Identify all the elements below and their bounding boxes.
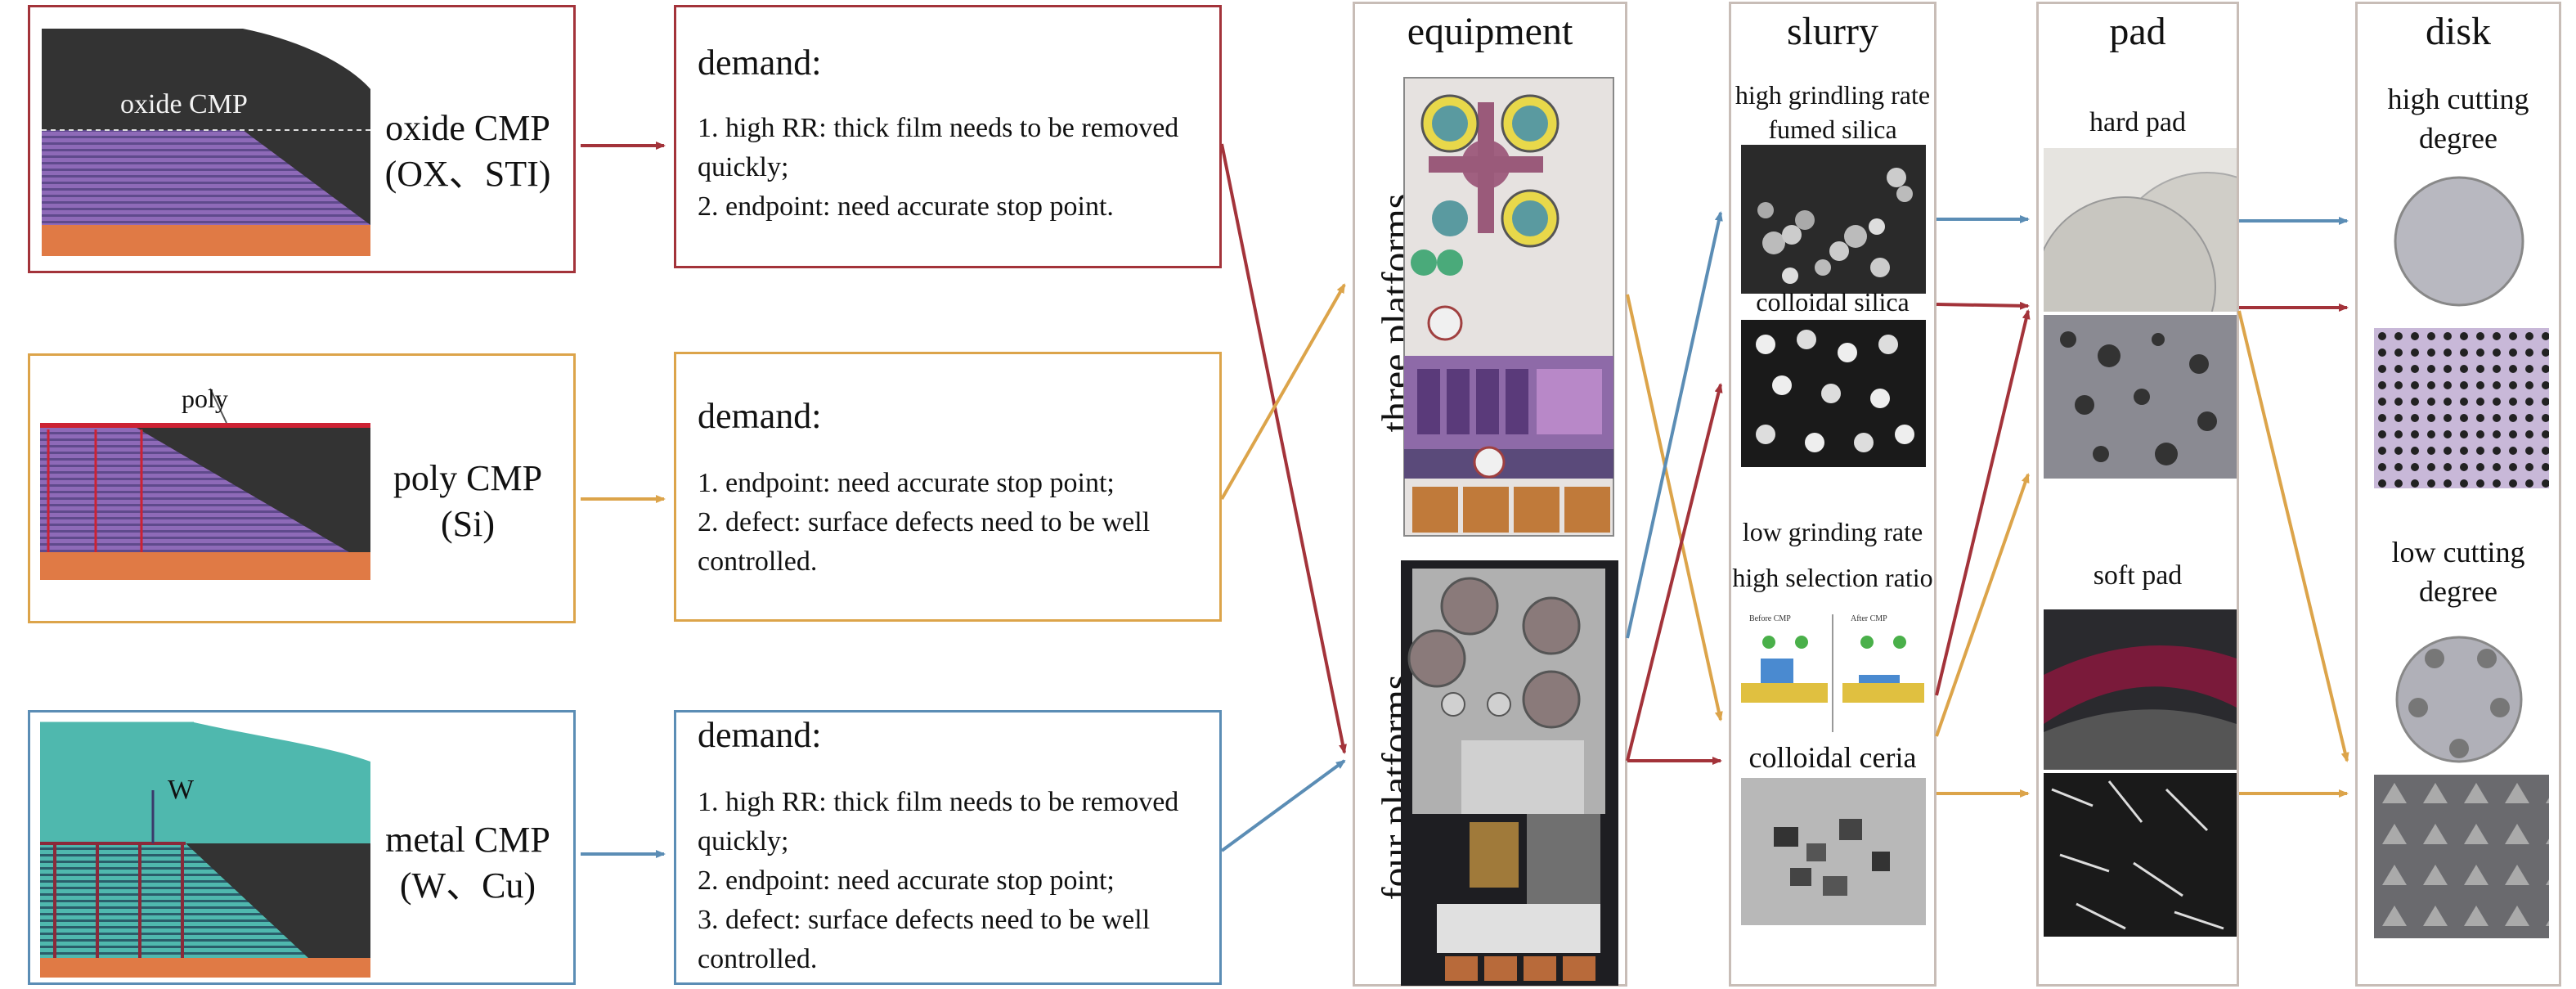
pad-title: pad <box>2109 10 2166 53</box>
low-cutting-line2: degree <box>2419 575 2497 608</box>
colloidal-ceria-label: colloidal ceria <box>1748 741 1917 774</box>
metal-schematic-box: W metal CMP (W、Cu) <box>28 710 576 985</box>
high-cutting-surface <box>2374 328 2549 488</box>
arrow-four-to-fumed <box>1626 211 1723 639</box>
poly-schematic-box: poly poly CMP (Si) <box>28 353 576 623</box>
metal-demand-title: demand: <box>698 715 822 755</box>
oxide-schematic-label: oxide CMP <box>120 89 248 119</box>
arrow-silica-to-hard <box>1936 301 2030 310</box>
colloidal-ceria-micrograph <box>1741 778 1926 925</box>
metal-name-line1: metal CMP <box>385 820 550 860</box>
metal-schematic-label: W <box>168 775 195 805</box>
hard-pad-photo <box>2044 148 2237 312</box>
high-cutting-label: high cutting degree <box>2358 79 2559 158</box>
fumed-silica-micrograph <box>1741 145 1926 294</box>
pad-panel: pad hard pad soft pad <box>2036 2 2239 987</box>
arrow-hard-to-low-disk <box>2237 310 2349 762</box>
arrow-poly-demand-to-three <box>1220 283 1346 500</box>
oxide-name-line2: (OX、STI) <box>384 154 551 194</box>
arrow-ceria-to-hard <box>1935 473 2030 737</box>
metal-name-line2: (W、Cu) <box>399 865 536 906</box>
high-cutting-disk <box>2394 176 2524 307</box>
metal-process-name: metal CMP (W、Cu) <box>361 817 574 909</box>
inset-after-label: After CMP <box>1851 614 1887 623</box>
soft-pad-photo <box>2044 609 2237 770</box>
high-cutting-line1: high cutting <box>2387 83 2529 115</box>
poly-demand-title: demand: <box>698 396 822 436</box>
arrow-four-to-silica <box>1626 383 1723 762</box>
disk-panel: disk high cutting degree low cutting deg… <box>2355 2 2561 987</box>
low-cutting-disk <box>2395 636 2523 763</box>
fumed-line1: high grindling rate <box>1735 80 1931 110</box>
metal-demand-box: demand: 1. high RR: thick film needs to … <box>674 710 1222 985</box>
oxide-process-name: oxide CMP (OX、STI) <box>361 106 574 197</box>
metal-demand-2: 2. endpoint: need accurate stop point; <box>698 865 1115 896</box>
arrow-metal-demand-to-four <box>1220 759 1346 852</box>
ceria-selectivity-inset <box>1736 609 1931 740</box>
arrow-silica-to-hard-2 <box>1935 309 2031 696</box>
oxide-cross-section <box>42 29 370 256</box>
poly-demand-body: 1. endpoint: need accurate stop point; 2… <box>698 464 1213 582</box>
high-cutting-line2: degree <box>2419 122 2497 155</box>
poly-process-name: poly CMP (Si) <box>361 456 574 547</box>
low-cutting-line1: low cutting <box>2391 536 2525 569</box>
arrow-three-to-ceria <box>1626 294 1723 722</box>
equipment-panel: equipment three platforms four platforms <box>1353 2 1627 987</box>
oxide-demand-1: 1. high RR: thick film needs to be remov… <box>698 113 1179 182</box>
metal-cross-section <box>40 722 370 978</box>
poly-demand-2: 2. defect: surface defects need to be we… <box>698 507 1151 577</box>
fumed-line2: fumed silica <box>1768 115 1897 144</box>
soft-pad-micrograph <box>2044 773 2237 937</box>
slurry-panel: slurry high grindling rate fumed silica … <box>1729 2 1936 987</box>
poly-name-line2: (Si) <box>441 504 495 544</box>
metal-demand-1: 1. high RR: thick film needs to be remov… <box>698 787 1179 856</box>
oxide-demand-body: 1. high RR: thick film needs to be remov… <box>698 109 1213 227</box>
oxide-demand-2: 2. endpoint: need accurate stop point. <box>698 191 1114 222</box>
low-grinding-label: low grinding rate <box>1742 517 1923 546</box>
oxide-name-line1: oxide CMP <box>385 108 550 148</box>
arrow-oxide-demand-to-four <box>1220 143 1347 754</box>
equipment-title: equipment <box>1407 10 1573 53</box>
hard-pad-micrograph <box>2044 315 2237 479</box>
slurry-title: slurry <box>1787 10 1878 53</box>
colloidal-silica-label: colloidal silica <box>1756 287 1910 317</box>
oxide-demand-box: demand: 1. high RR: thick film needs to … <box>674 5 1222 268</box>
oxide-schematic-box: oxide CMP oxide CMP (OX、STI) <box>28 5 576 273</box>
fumed-silica-label: high grindling rate fumed silica <box>1726 78 1939 146</box>
disk-title: disk <box>2425 10 2491 53</box>
oxide-demand-title: demand: <box>698 43 822 83</box>
soft-pad-label: soft pad <box>2093 560 2183 591</box>
poly-demand-box: demand: 1. endpoint: need accurate stop … <box>674 352 1222 622</box>
poly-schematic-label: poly <box>182 384 228 413</box>
poly-cross-section <box>40 388 370 580</box>
low-cutting-label: low cutting degree <box>2358 533 2559 611</box>
poly-demand-1: 1. endpoint: need accurate stop point; <box>698 468 1115 498</box>
low-cutting-surface <box>2374 775 2549 938</box>
hard-pad-label: hard pad <box>2089 107 2186 137</box>
colloidal-silica-micrograph <box>1741 320 1926 467</box>
metal-demand-body: 1. high RR: thick film needs to be remov… <box>698 783 1213 979</box>
inset-before-label: Before CMP <box>1749 614 1791 623</box>
three-platform-image <box>1401 77 1618 986</box>
poly-name-line1: poly CMP <box>393 458 543 498</box>
high-selection-label: high selection ratio <box>1732 563 1933 592</box>
metal-demand-3: 3. defect: surface defects need to be we… <box>698 905 1151 974</box>
